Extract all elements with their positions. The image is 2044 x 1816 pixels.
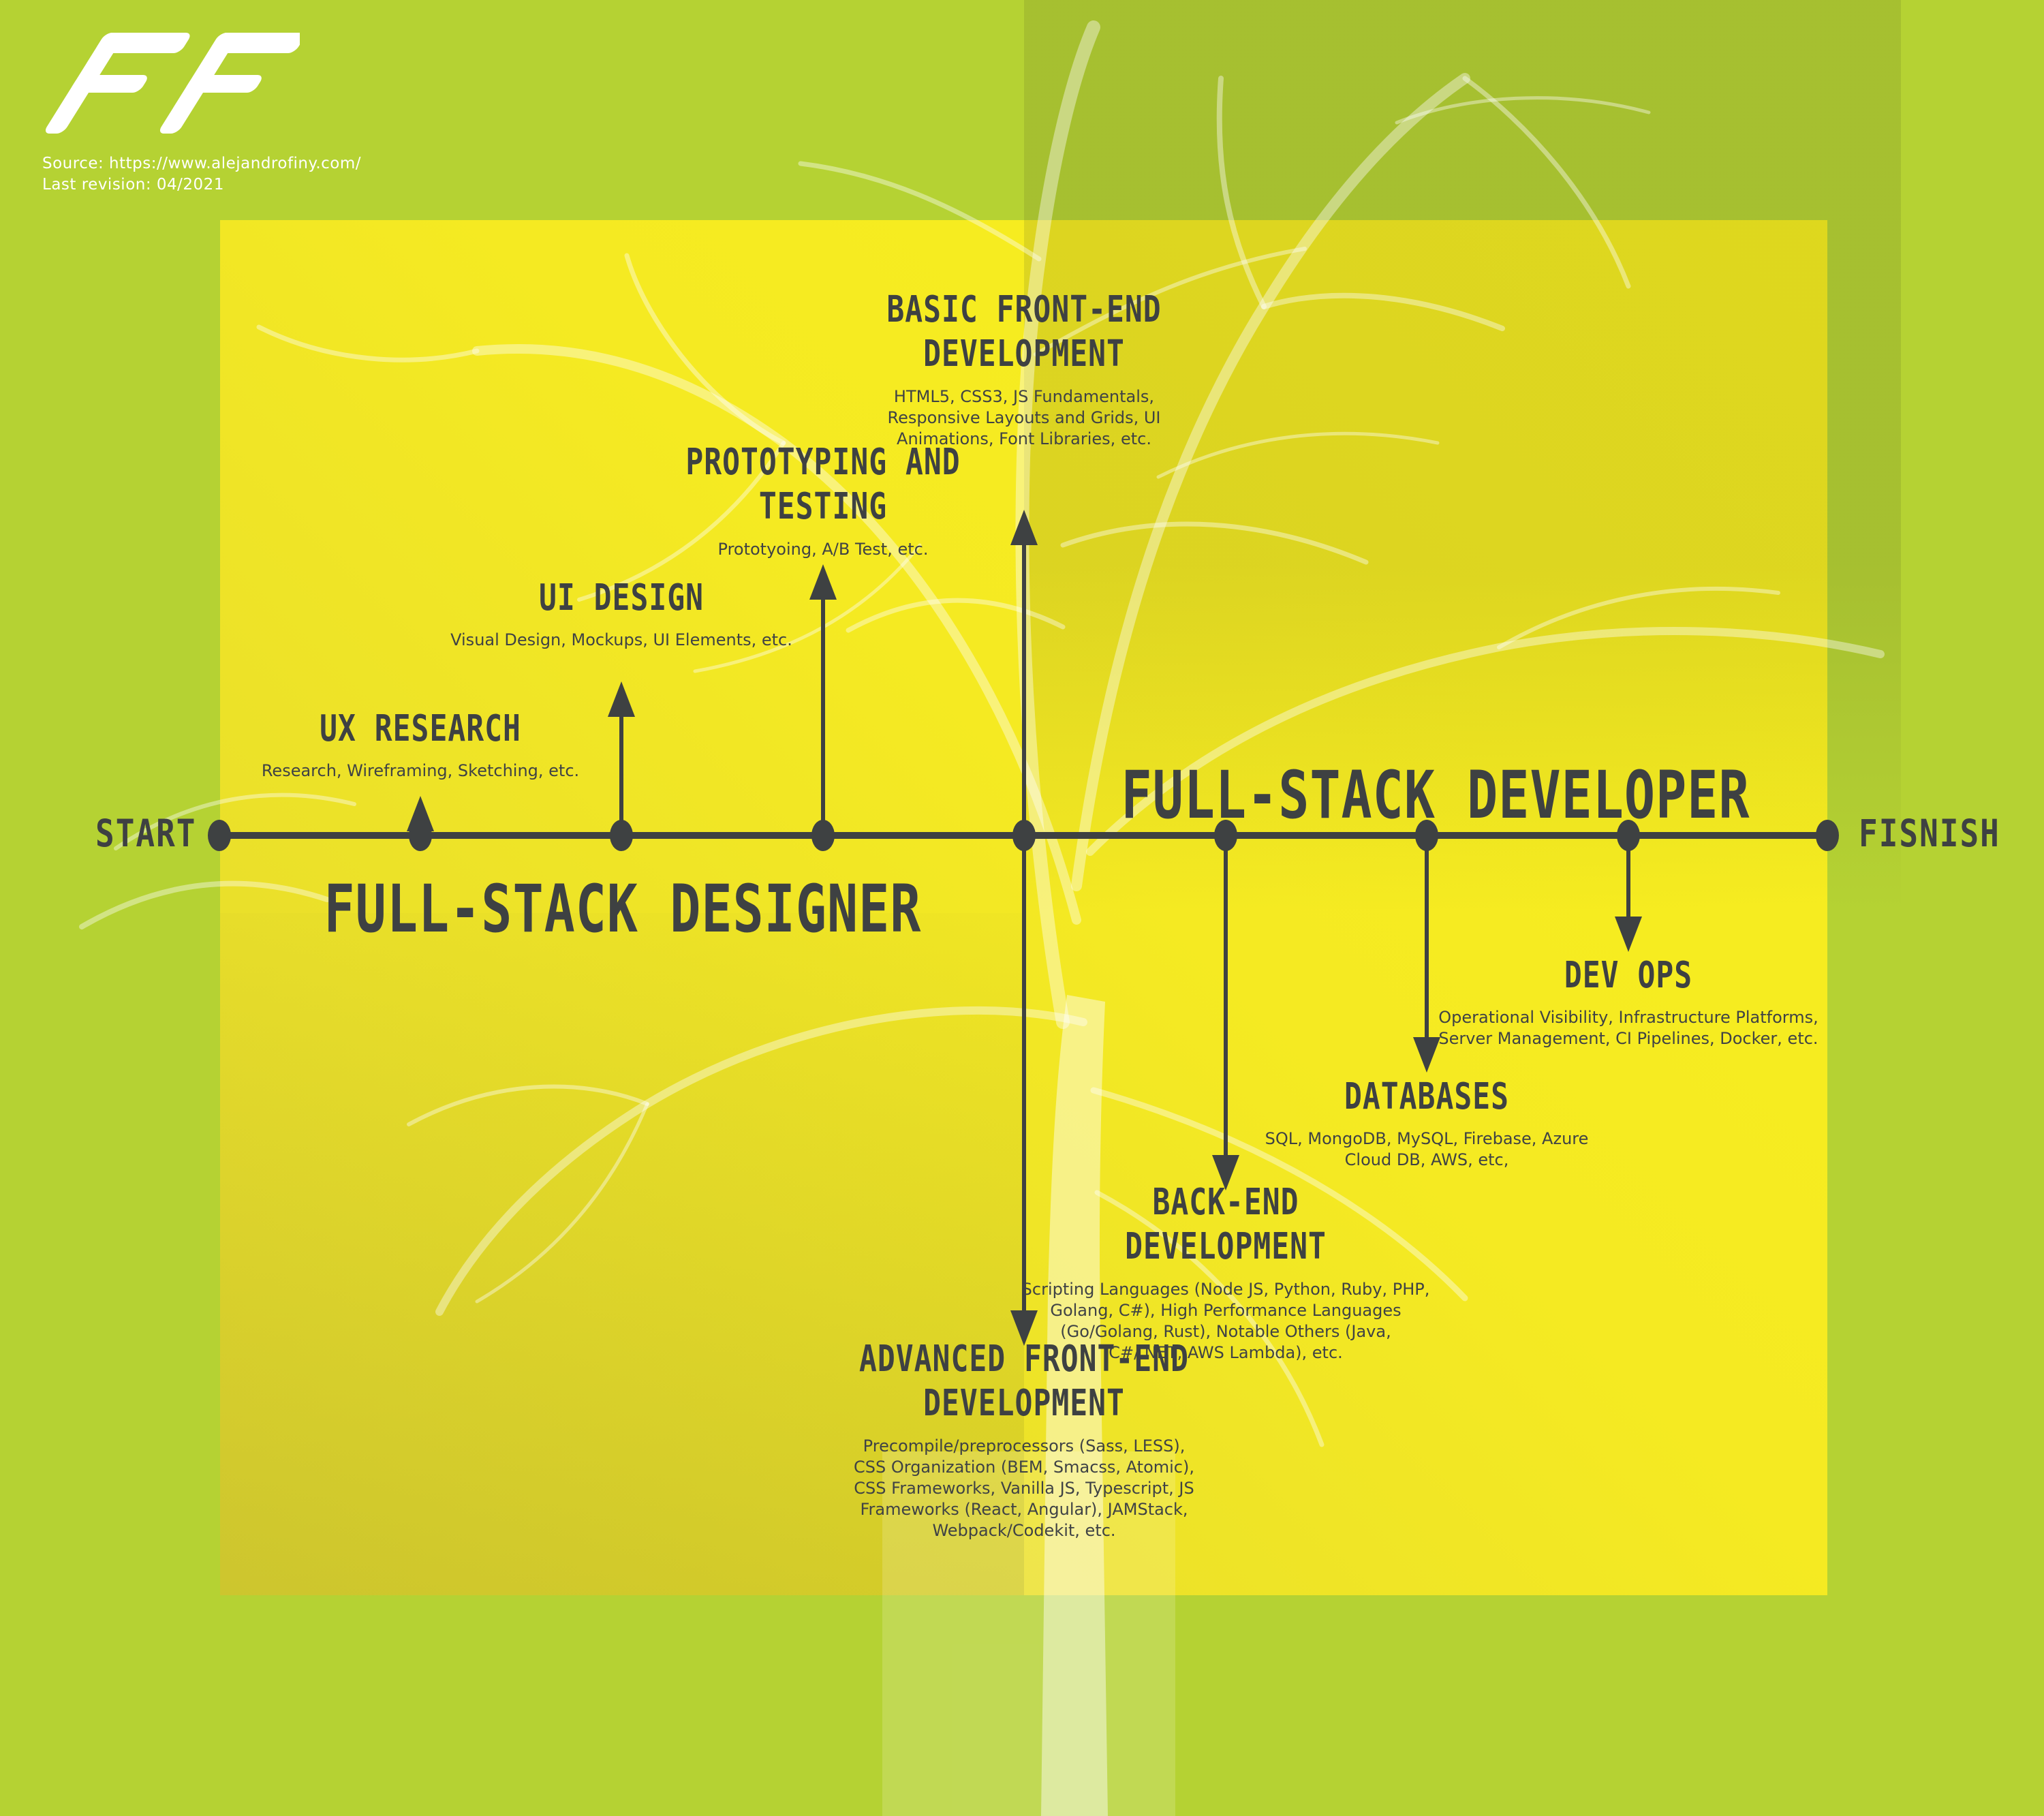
milestone-desc: Precompile/preprocessors (Sass, LESS), C…	[854, 1436, 1194, 1540]
milestone-advanced-front-end: ADVANCED FRONT-END DEVELOPMENT Precompil…	[806, 1338, 1242, 1541]
milestone-title: UI DESIGN	[539, 576, 704, 619]
arrow-prototyping	[809, 564, 837, 835]
source-url: Source: https://www.alejandrofiny.com/	[42, 155, 362, 172]
tree-image-tint-bottom-left	[220, 913, 1024, 1595]
timeline-node-dev-ops	[1617, 820, 1640, 851]
timeline-node-prototyping	[811, 820, 835, 851]
milestone-basic-front-end: BASIC FRONT-END DEVELOPMENT HTML5, CSS3,…	[806, 288, 1242, 450]
arrow-databases	[1413, 835, 1440, 1073]
finish-label: FISNISH	[1859, 811, 2000, 856]
timeline-nodes	[208, 820, 1839, 851]
milestone-desc: SQL, MongoDB, MySQL, Firebase, Azure Clo…	[1265, 1129, 1589, 1170]
timeline-node-back-end	[1214, 820, 1237, 851]
last-revision: Last revision: 04/2021	[42, 176, 224, 194]
milestone-title: BACK-END DEVELOPMENT	[1125, 1181, 1327, 1269]
tree-image-tint-top-right	[1024, 0, 1901, 913]
timeline-node-finish	[1816, 820, 1839, 851]
arrow-advanced-front-end	[1010, 835, 1038, 1346]
milestone-dev-ops: DEV OPS Operational Visibility, Infrastr…	[1410, 954, 1846, 1049]
source-caption: Source: https://www.alejandrofiny.com/ L…	[42, 153, 361, 196]
arrow-dev-ops	[1615, 835, 1642, 952]
milestone-databases: DATABASES SQL, MongoDB, MySQL, Firebase,…	[1209, 1075, 1645, 1171]
milestone-ui-design: UI DESIGN Visual Design, Mockups, UI Ele…	[403, 576, 839, 651]
milestone-title: DATABASES	[1344, 1075, 1509, 1118]
milestone-desc: Research, Wireframing, Sketching, etc.	[261, 761, 580, 781]
milestone-title: DEV OPS	[1564, 954, 1693, 997]
logo-icon	[45, 33, 300, 134]
milestone-desc: Operational Visibility, Infrastructure P…	[1438, 1008, 1818, 1049]
milestone-desc: Scripting Languages (Node JS, Python, Ru…	[1021, 1279, 1430, 1362]
milestone-prototyping-testing: PROTOTYPING AND TESTING Prototyoing, A/B…	[605, 441, 1041, 560]
milestone-back-end: BACK-END DEVELOPMENT Scripting Languages…	[1008, 1181, 1444, 1364]
arrow-back-end	[1212, 835, 1239, 1190]
milestone-ux-research: UX RESEARCH Research, Wireframing, Sketc…	[202, 707, 638, 782]
milestone-title: BASIC FRONT-END DEVELOPMENT	[886, 288, 1162, 376]
arrow-ui-design	[608, 681, 635, 835]
timeline-node-start	[208, 820, 231, 851]
milestone-title: PROTOTYPING AND TESTING	[685, 441, 961, 529]
milestone-title: ADVANCED FRONT-END DEVELOPMENT	[859, 1338, 1189, 1426]
trunk	[1041, 995, 1108, 1816]
trunk-glow	[882, 1451, 1175, 1816]
start-label: START	[95, 811, 197, 856]
milestone-desc: HTML5, CSS3, JS Fundamentals, Responsive…	[887, 386, 1161, 448]
timeline-node-ux	[409, 820, 432, 851]
timeline-node-ui	[610, 820, 633, 851]
timeline-node-databases	[1415, 820, 1438, 851]
timeline-node-front-end	[1012, 820, 1036, 851]
track-title-developer: FULL-STACK DEVELOPER	[1121, 756, 1750, 833]
milestone-desc: Prototyoing, A/B Test, etc.	[717, 539, 929, 559]
milestone-title: UX RESEARCH	[320, 707, 521, 750]
milestone-desc: Visual Design, Mockups, UI Elements, etc…	[450, 630, 792, 650]
arrow-basic-front-end	[1010, 510, 1038, 835]
track-title-designer: FULL-STACK DESIGNER	[324, 870, 922, 947]
